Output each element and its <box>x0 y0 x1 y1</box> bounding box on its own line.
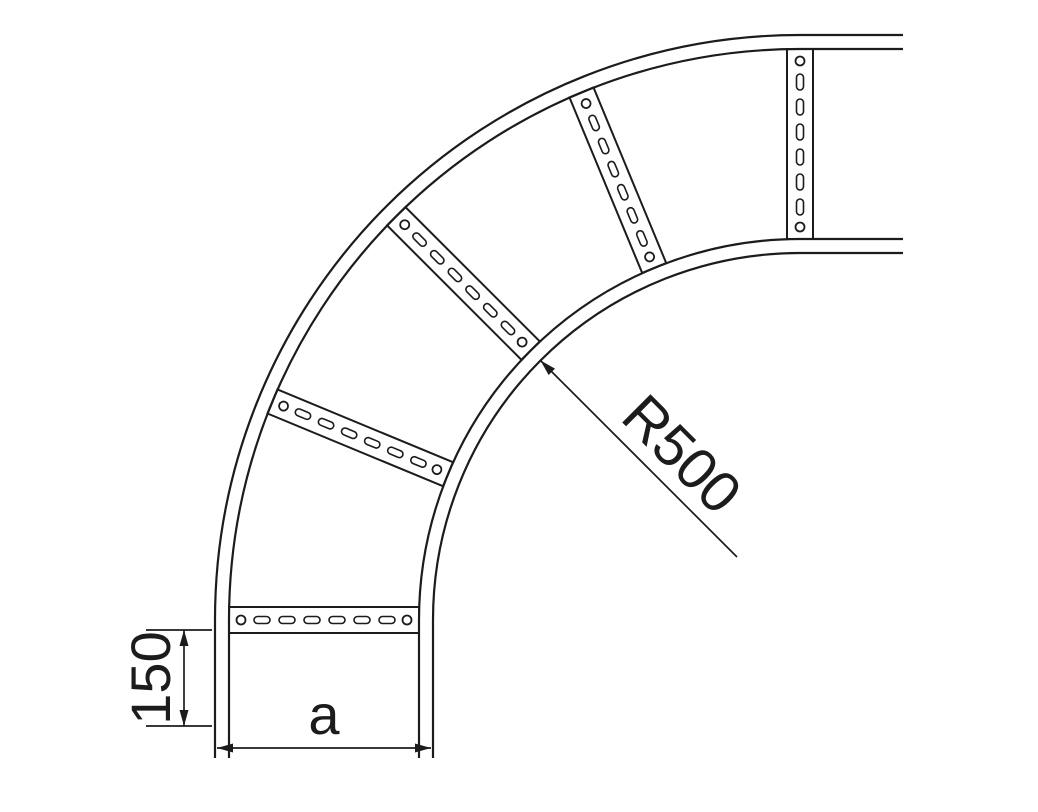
dimension-lines <box>146 359 738 753</box>
outer-rail-inner-edge <box>227 47 903 758</box>
rung-top <box>786 48 814 240</box>
rung-45deg <box>386 206 541 361</box>
dim-150-arrowhead-bottom <box>179 710 189 726</box>
dim-150-arrowhead-top <box>179 630 189 646</box>
radius-dimension-label: R500 <box>610 382 754 526</box>
dim-a-arrowhead-left <box>217 743 233 753</box>
dim-a-arrowhead-right <box>415 743 431 753</box>
rung-bottom <box>228 606 420 634</box>
radius-leader-line <box>539 359 738 558</box>
radius-arrowhead <box>540 360 555 375</box>
length-150-dimension-label: 150 <box>119 631 182 724</box>
width-a-dimension-label: a <box>308 683 340 746</box>
rung-67deg <box>568 86 668 274</box>
outer-rail-outer-edge <box>213 33 903 758</box>
rung-22deg <box>266 388 454 488</box>
ladder-side-rails <box>213 33 903 758</box>
